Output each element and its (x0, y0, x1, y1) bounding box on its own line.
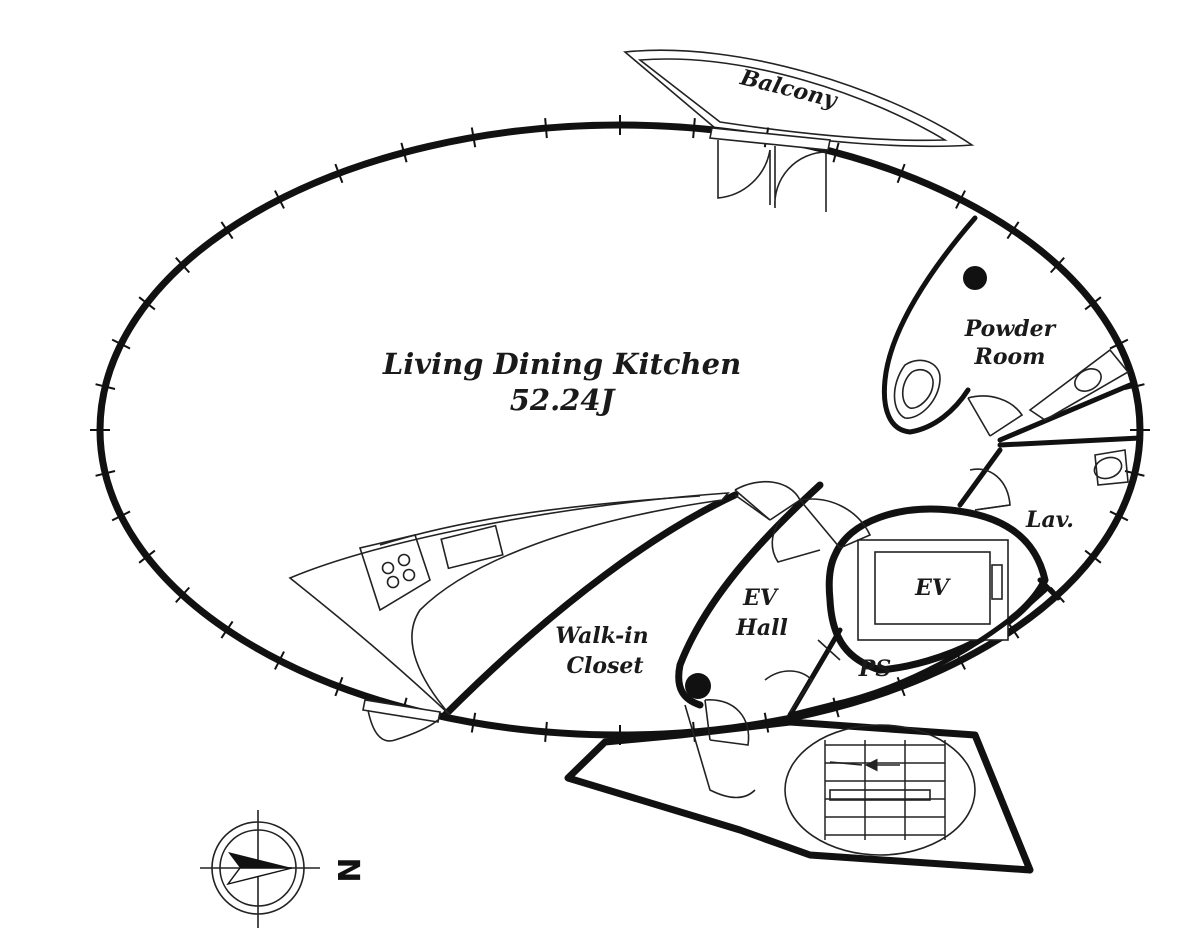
stair-core (564, 718, 1034, 874)
mullion-tick (1084, 549, 1102, 564)
mullion-tick (274, 190, 285, 209)
walk-in-closet-label-2: Closet (566, 653, 643, 679)
mullion-tick (544, 721, 548, 742)
balcony-doors[interactable] (709, 127, 831, 212)
ev-hall-label-2: Hall (735, 615, 788, 641)
mullion-tick (1006, 221, 1020, 240)
walk-in-closet-door[interactable] (734, 480, 802, 521)
mullion-tick (274, 651, 285, 670)
mullion-tick (95, 383, 116, 390)
mullion-tick (175, 586, 191, 603)
powder-room-label: Powder (964, 316, 1057, 342)
toilet-icon (1074, 368, 1102, 392)
mullion-tick (1109, 510, 1129, 522)
mullion-tick (1109, 338, 1129, 350)
mullion-tick (832, 142, 840, 163)
ldk-area-label: 52.24J (510, 383, 617, 417)
mullion-tick (111, 510, 131, 522)
powder-room (881, 215, 987, 435)
ev-hall-label: EV (742, 585, 779, 611)
washbasin-icon (893, 359, 941, 419)
powder-room-label-2: Room (974, 344, 1046, 370)
mullion-tick (111, 338, 131, 350)
window-bottom (362, 699, 441, 742)
entrance-door[interactable] (684, 699, 756, 799)
window-mullions (90, 115, 1150, 745)
sink-icon (440, 524, 504, 570)
compass-icon (200, 810, 320, 928)
mullion-tick (95, 470, 116, 477)
toilet-icon (1093, 456, 1123, 480)
mullion-tick (692, 118, 696, 139)
compass-north-label: N (330, 857, 365, 882)
cooktop-icon (381, 553, 416, 589)
mullion-tick (220, 221, 234, 240)
mullion-tick (1049, 257, 1065, 274)
ldk-label: Living Dining Kitchen (382, 347, 741, 381)
mullion-tick (1084, 296, 1102, 311)
mullion-tick (138, 296, 156, 311)
mullion-tick (470, 712, 477, 733)
ps-label: PS (858, 656, 891, 682)
mullion-tick (138, 549, 156, 564)
toilet-stalls (997, 348, 1143, 486)
mullion-tick (896, 163, 906, 184)
column-dot (685, 673, 711, 699)
kitchen-counter (288, 492, 730, 716)
powder-room-door[interactable] (967, 395, 1024, 437)
lav-label: Lav. (1025, 507, 1074, 533)
mullion-tick (334, 163, 344, 184)
mullion-tick (955, 190, 966, 209)
mullion-tick (334, 676, 344, 697)
mullion-tick (896, 676, 906, 697)
mullion-tick (220, 620, 234, 639)
powder-room-fixture-dot (963, 266, 987, 290)
walk-in-closet-label: Walk-in (555, 623, 648, 649)
mullion-tick (470, 127, 477, 148)
mullion-tick (832, 697, 840, 718)
ev-hall-door[interactable] (771, 498, 872, 563)
ev-label: EV (914, 575, 951, 601)
mullion-tick (175, 257, 191, 274)
mullion-tick (1124, 470, 1145, 477)
mullion-tick (544, 118, 548, 139)
mullion-tick (400, 142, 408, 163)
pipe-shaft (764, 587, 1048, 718)
